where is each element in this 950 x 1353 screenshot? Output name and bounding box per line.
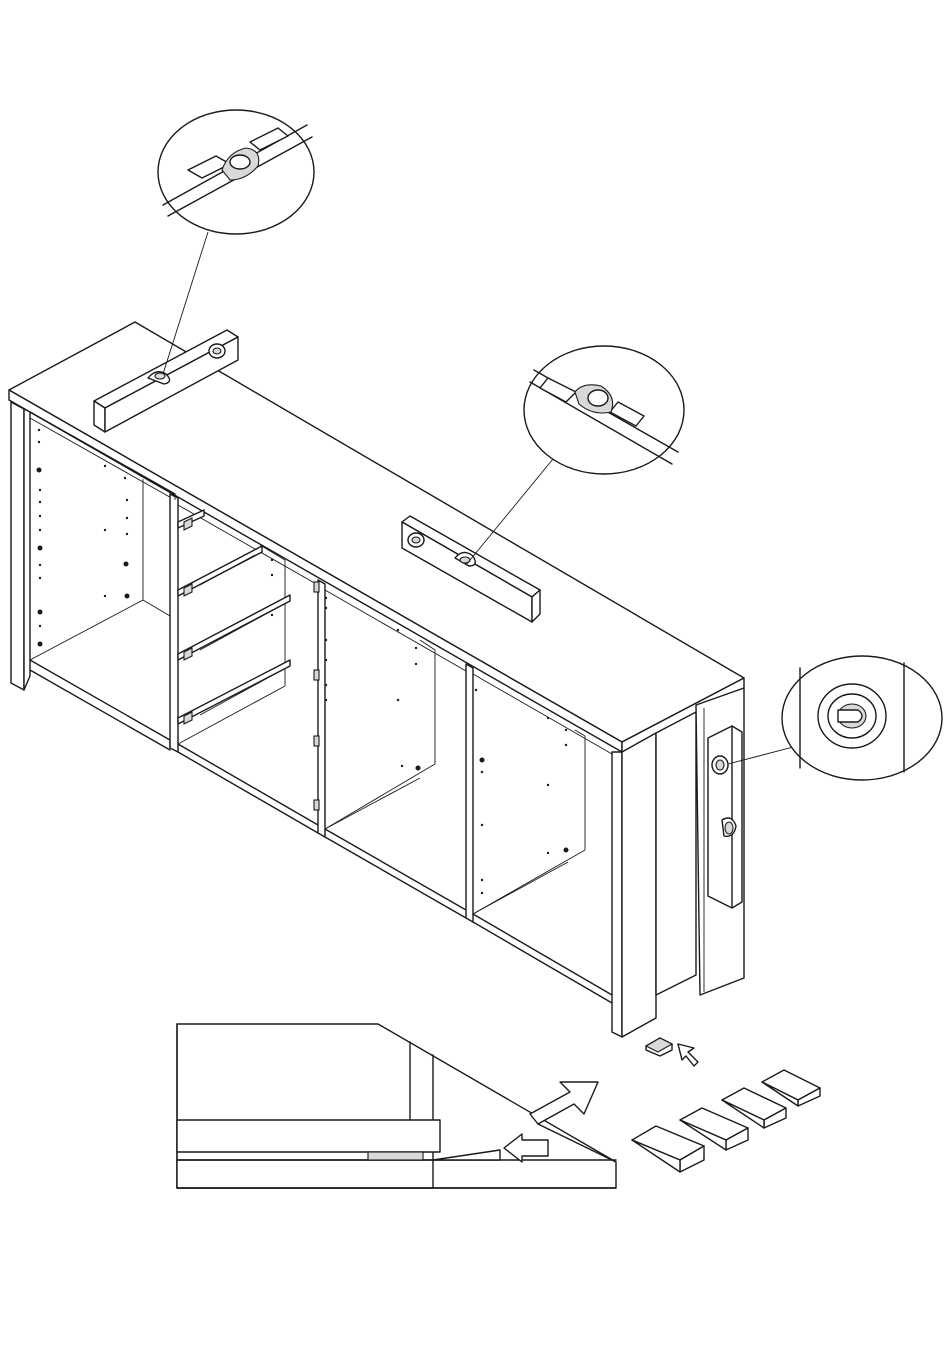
large-arrow-icon (530, 1082, 598, 1124)
level-bubble-detail (158, 110, 314, 234)
small-arrow-icon (678, 1044, 698, 1066)
leveling-wedge-shims (632, 1038, 820, 1172)
wedge-icon (646, 1038, 672, 1056)
wedge-icon (632, 1126, 704, 1172)
level-bubble-detail (782, 656, 942, 780)
spirit-level-side-vertical (708, 726, 742, 908)
level-bubble-detail (524, 346, 684, 474)
